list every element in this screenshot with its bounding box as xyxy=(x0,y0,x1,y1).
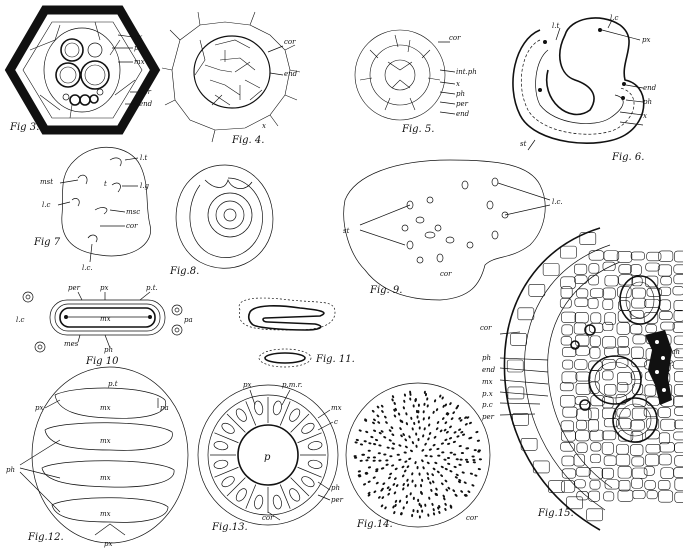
fig14-caption: Fig.14. xyxy=(356,519,393,530)
fig6-label-x: x xyxy=(643,112,647,120)
fig12-caption: Fig.12. xyxy=(27,532,64,543)
fig6-label-lt: l.t xyxy=(552,22,559,30)
fig7-label-lg: l.g xyxy=(140,182,149,190)
fig15-label-per: per xyxy=(482,413,495,421)
fig9-label-lc: l.c. xyxy=(552,198,563,206)
figure-4 xyxy=(162,12,300,142)
fig15-label-mx: mx xyxy=(482,378,493,386)
fig3-label-end: end xyxy=(139,100,153,108)
fig12-label-mx2: mx xyxy=(100,437,111,445)
fig12-label-pa: pa xyxy=(160,404,169,412)
fig5-label-intph: int.ph xyxy=(456,68,477,76)
fig10-label-mes: mes xyxy=(64,340,79,348)
fig8-caption: Fig.8. xyxy=(169,266,199,277)
fig12-label-px: px xyxy=(35,404,43,412)
fig15-label-pc: p.c xyxy=(482,401,493,409)
fig9-label-st: st xyxy=(343,227,350,235)
fig12-label-px2: px xyxy=(104,540,112,548)
fig10-caption: Fig 10 xyxy=(85,356,119,367)
fig4-label-x: x xyxy=(262,122,266,130)
fig6-label-lc: l.c xyxy=(610,14,618,22)
fig7-label-t: t xyxy=(104,180,107,188)
fig15-label-px: p.x xyxy=(482,390,493,398)
figure-9 xyxy=(344,160,550,300)
fig10-label-pa: pa xyxy=(184,316,193,324)
fig10-label-ph: ph xyxy=(104,346,113,354)
fig6-label-px: px xyxy=(642,36,650,44)
fig15-label-ph: ph xyxy=(482,354,491,362)
fig15-label-sch: sch xyxy=(668,348,680,356)
fig6-label-end: end xyxy=(643,84,657,92)
fig7-label-lt: l.t xyxy=(140,154,147,162)
fig3-label-mx: mx xyxy=(134,58,145,66)
fig13-label-px: px xyxy=(243,381,251,389)
fig13-label-c: c xyxy=(334,418,338,426)
fig12-label-ph: ph xyxy=(6,466,15,474)
fig5-label-cor: cor xyxy=(449,34,461,42)
fig13-label-per: per xyxy=(331,496,344,504)
fig12-label-pt: p.t xyxy=(108,380,118,388)
fig3-caption: Fig 3. xyxy=(9,122,39,133)
fig10-label-px: px xyxy=(100,284,108,292)
fig14-label-cor: cor xyxy=(466,514,478,522)
fig5-label-x: x xyxy=(456,80,460,88)
fig12-label-mx1: mx xyxy=(100,404,111,412)
fig9-caption: Fig. 9. xyxy=(369,285,402,296)
fig15-label-cor: cor xyxy=(480,324,492,332)
fig11-caption: Fig. 11. xyxy=(315,354,355,365)
figure-8 xyxy=(176,165,273,268)
fig10-label-pt: p.t. xyxy=(146,284,158,292)
figure-14 xyxy=(346,383,490,527)
fig13-caption: Fig.13. xyxy=(211,522,248,533)
fig13-label-mx: mx xyxy=(331,404,342,412)
fig4-caption: Fig. 4. xyxy=(231,135,264,146)
fig7-label-lc2: l.c. xyxy=(82,264,93,272)
figure-15 xyxy=(500,228,683,530)
fig7-label-lc: l.c xyxy=(42,201,50,209)
fig3-label-px: px xyxy=(134,33,142,41)
fig7-label-msc: msc xyxy=(126,208,140,216)
fig13-label-cor: cor xyxy=(262,514,274,522)
fig3-label-ph: ph xyxy=(134,44,143,52)
fig7-label-cor: cor xyxy=(126,222,138,230)
fig13-label-pmr: p.m.r. xyxy=(282,381,302,389)
fig13-label-p: p xyxy=(264,452,271,463)
fig15-caption: Fig.15. xyxy=(537,508,574,519)
figure-3 xyxy=(10,10,155,130)
figure-7 xyxy=(58,147,151,262)
fig15-label-end: end xyxy=(482,366,496,374)
fig6-label-st: st xyxy=(520,140,527,148)
fig9-label-cor: cor xyxy=(440,270,452,278)
figure-6 xyxy=(513,18,644,150)
fig4-label-cor: cor xyxy=(284,38,296,46)
fig12-label-mx4: mx xyxy=(100,510,111,518)
fig5-label-ph: ph xyxy=(456,90,465,98)
fig6-caption: Fig. 6. xyxy=(611,152,644,163)
fig3-label-per: per xyxy=(139,88,152,96)
fig12-label-mx3: mx xyxy=(100,474,111,482)
fig15-label-P: P. xyxy=(667,360,674,368)
fig5-label-per: per xyxy=(456,100,469,108)
fig10-label-per: per xyxy=(68,284,81,292)
fig7-caption: Fig 7 xyxy=(33,237,61,248)
fig4-label-end: end xyxy=(284,70,298,78)
fig7-label-mst: mst xyxy=(40,178,53,186)
fig5-caption: Fig. 5. xyxy=(401,124,434,135)
fig13-label-ph: ph xyxy=(331,484,340,492)
fig10-label-mx: mx xyxy=(100,315,111,323)
fig10-label-lc: l.c xyxy=(16,316,24,324)
fig6-label-ph: ph xyxy=(643,98,652,106)
figure-5 xyxy=(355,30,455,120)
fig5-label-end: end xyxy=(456,110,470,118)
